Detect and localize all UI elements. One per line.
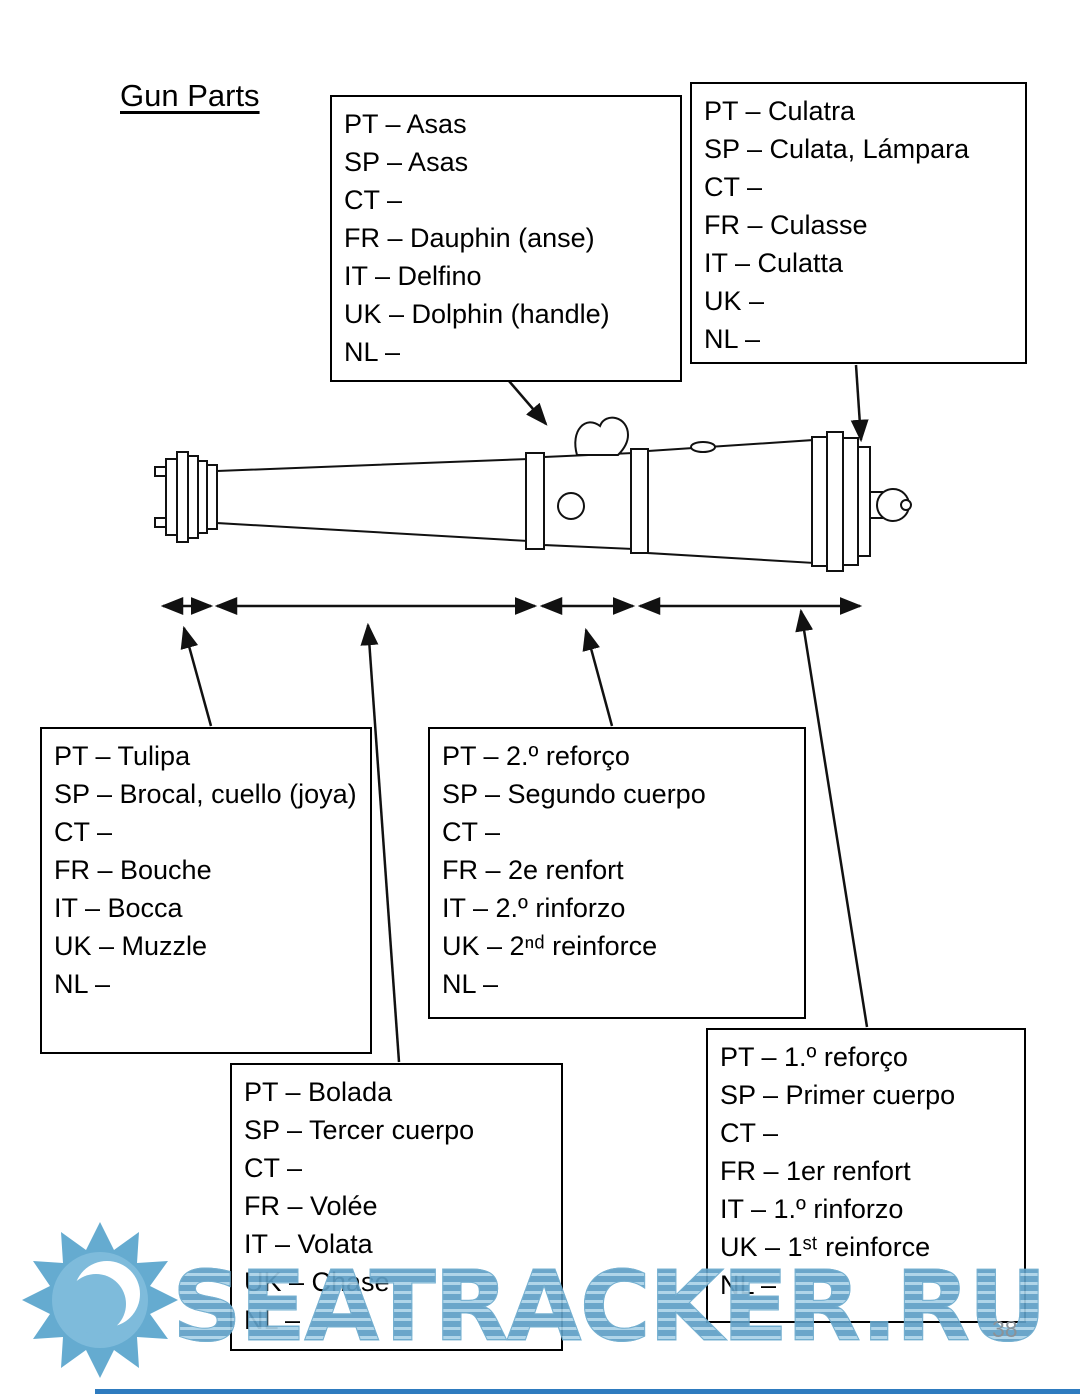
label-line: PT – 1.º reforço: [720, 1042, 908, 1072]
label-line: UK – 1ˢᵗ reinforce: [720, 1232, 931, 1262]
label-line: SP – Primer cuerpo: [720, 1080, 956, 1110]
label-line: CT –: [344, 185, 403, 215]
cannon-illustration: [154, 416, 912, 572]
label-line: FR – Culasse: [704, 210, 868, 240]
page-title: Gun Parts: [120, 78, 260, 113]
label-line: SP – Brocal, cuello (joya): [54, 779, 357, 809]
label-line: SP – Tercer cuerpo: [244, 1115, 475, 1145]
label-line: SP – Culata, Lámpara: [704, 134, 970, 164]
label-line: UK – 2ⁿᵈ reinforce: [442, 931, 658, 961]
label-line: FR – 2e renfort: [442, 855, 624, 885]
label-box-breech: PT – Culatra SP – Culata, Lámpara CT – FR –…: [690, 82, 1027, 364]
label-line: UK – Chase: [244, 1263, 549, 1301]
label-line: IT – Delfino: [344, 261, 482, 291]
label-line: PT – Culatra: [704, 96, 856, 126]
label-line: CT –: [720, 1118, 779, 1148]
label-line: NL –: [442, 969, 499, 999]
label-line: FR – Bouche: [54, 855, 212, 885]
label-line: UK – Dolphin (handle): [344, 299, 610, 329]
label-line: NL –: [54, 969, 111, 999]
page-number: 38: [992, 1316, 1018, 1342]
label-line: IT – Culatta: [704, 248, 844, 278]
label-line: CT –: [704, 172, 763, 202]
dolphin-handle: [574, 416, 630, 456]
label-line: NL –: [720, 1266, 1012, 1304]
label-line: IT – Bocca: [54, 893, 183, 923]
label-line: NL –: [244, 1301, 549, 1339]
label-line: CT –: [442, 817, 501, 847]
bottom-rule: [95, 1389, 1080, 1394]
label-line: UK – Muzzle: [54, 931, 208, 961]
label-box-first-reinforce: PT – 1.º reforço SP – Primer cuerpo CT – FR…: [706, 1028, 1026, 1323]
label-line: PT – Tulipa: [54, 741, 191, 771]
label-line: IT – 2.º rinforzo: [442, 893, 626, 923]
label-box-chase: PT – Bolada SP – Tercer cuerpo CT – FR – Vo…: [230, 1063, 563, 1351]
label-line: CT –: [54, 817, 113, 847]
label-line: FR – Volée: [244, 1191, 378, 1221]
label-line: SP – Segundo cuerpo: [442, 779, 706, 809]
label-box-muzzle: PT – Tulipa SP – Brocal, cuello (joya) CT …: [40, 727, 372, 1054]
label-box-dolphin: PT – Asas SP – Asas CT – FR – Dauphin (anse…: [330, 95, 682, 382]
label-line: IT – 1.º rinforzo: [720, 1194, 904, 1224]
label-line: FR – 1er renfort: [720, 1156, 911, 1186]
label-line: NL –: [344, 337, 401, 367]
label-line: PT – Bolada: [244, 1077, 393, 1107]
label-line: PT – 2.º reforço: [442, 741, 630, 771]
label-line: NL –: [704, 324, 761, 354]
label-line: UK –: [704, 286, 765, 316]
label-line: FR – Dauphin (anse): [344, 223, 595, 253]
label-box-second-reinforce: PT – 2.º reforço SP – Segundo cuerpo CT – F…: [428, 727, 806, 1019]
watermark-text: SEATRACKER.RU: [171, 1250, 1047, 1363]
pointer-arrows: [180, 364, 869, 1063]
label-line: CT –: [244, 1153, 303, 1183]
label-line: PT – Asas: [344, 109, 467, 139]
label-line: SP – Asas: [344, 147, 469, 177]
label-line: IT – Volata: [244, 1229, 373, 1259]
